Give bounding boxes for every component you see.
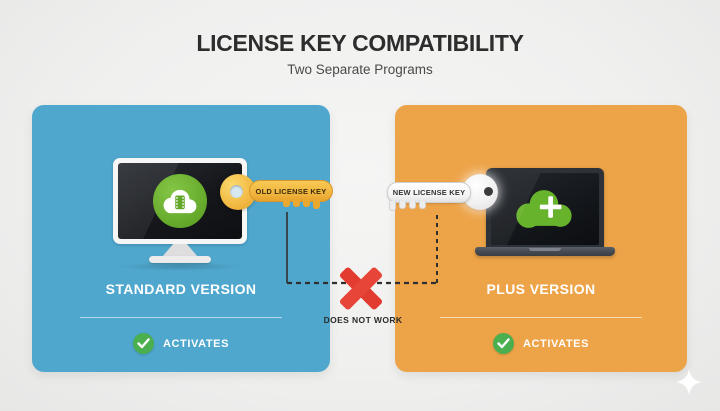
key-tooth <box>399 201 406 209</box>
gold-key-icon: OLD LICENSE KEY <box>220 172 333 212</box>
plus-version-card: PLUS VERSION ACTIVATES <box>395 105 687 372</box>
laptop-illustration <box>475 168 615 264</box>
standard-version-title: STANDARD VERSION <box>105 281 257 297</box>
laptop-display <box>491 173 599 245</box>
does-not-work-label: DOES NOT WORK <box>323 315 403 325</box>
desktop-monitor-illustration <box>110 155 250 271</box>
cloud-video-icon <box>153 174 207 228</box>
standard-activates-label: ACTIVATES <box>162 337 230 350</box>
monitor-screen <box>118 163 242 239</box>
laptop-base <box>475 247 615 256</box>
plus-activates-label: ACTIVATES <box>522 337 590 350</box>
plus-activates-row: ACTIVATES <box>395 333 687 354</box>
monitor-shadow <box>118 262 242 271</box>
silver-key-hole <box>484 187 493 196</box>
plus-version-title: PLUS VERSION <box>486 281 596 297</box>
laptop-notch <box>529 248 561 251</box>
key-tooth <box>303 199 310 207</box>
gold-key-hole <box>230 185 243 198</box>
gold-key-shaft: OLD LICENSE KEY <box>249 180 333 202</box>
key-tooth <box>283 199 290 207</box>
key-tooth <box>313 199 320 209</box>
laptop-screen <box>486 168 604 248</box>
sparkle-icon <box>676 369 702 395</box>
standard-version-card: STANDARD VERSION ACTIVATES <box>32 105 330 372</box>
key-tooth <box>419 201 426 209</box>
monitor-frame <box>113 158 247 244</box>
cloud-plus-icon <box>516 190 572 228</box>
page-subtitle: Two Separate Programs <box>287 62 433 77</box>
new-license-key-label: NEW LICENSE KEY <box>392 188 466 197</box>
key-tooth <box>293 199 300 207</box>
monitor-stand <box>162 244 198 257</box>
silver-key-shaft: NEW LICENSE KEY <box>387 182 471 203</box>
check-icon <box>492 333 514 354</box>
plus-divider <box>440 317 642 318</box>
key-tooth <box>389 201 396 211</box>
standard-activates-row: ACTIVATES <box>32 333 330 354</box>
check-icon <box>132 333 154 354</box>
page-title: LICENSE KEY COMPATIBILITY <box>196 30 524 56</box>
standard-divider <box>80 317 282 318</box>
key-tooth <box>409 201 416 209</box>
silver-key-icon: NEW LICENSE KEY <box>385 173 500 215</box>
monitor-base <box>149 256 211 263</box>
x-cross-icon <box>338 265 384 311</box>
old-license-key-label: OLD LICENSE KEY <box>255 186 327 196</box>
